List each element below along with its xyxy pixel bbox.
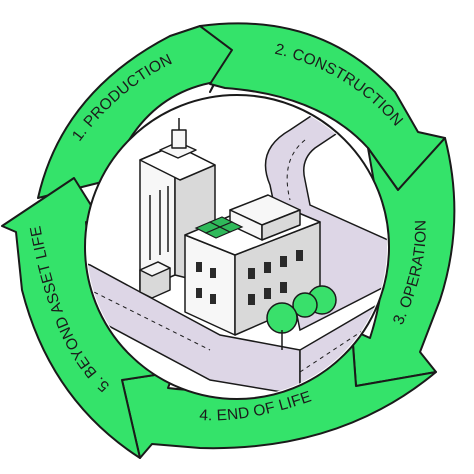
main-building	[184, 194, 321, 336]
solar-panels	[194, 216, 244, 239]
small-shed	[139, 261, 171, 299]
trees	[266, 285, 337, 350]
stage-arrow-construction	[199, 22, 446, 191]
